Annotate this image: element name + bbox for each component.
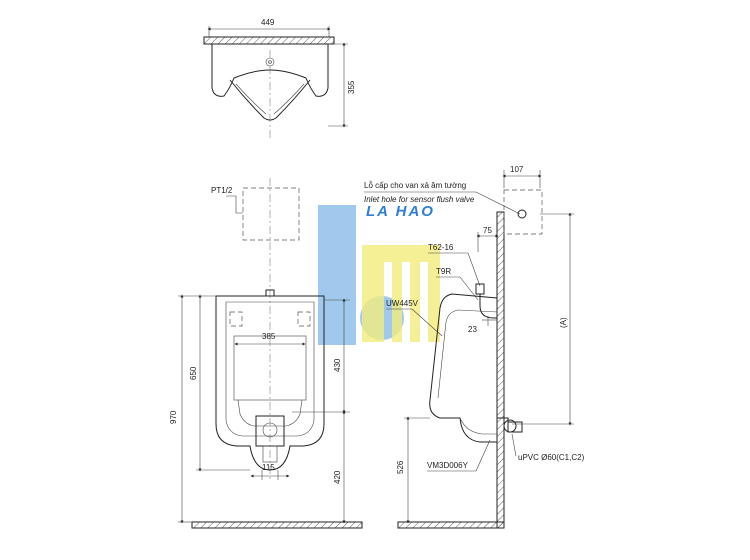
top-depth-dim: 355 [347,80,356,94]
side-view: Lỗ cấp cho van xả âm tường Inlet hole fo… [364,165,585,529]
front-height-420-dim: 420 [333,470,342,484]
front-view: PT1/2 385 115 970 650 [169,178,363,529]
side-offset-75-dim: 75 [483,226,492,235]
front-pt-label: PT1/2 [211,186,233,195]
part-t62: T62-16 [428,243,454,252]
front-inlet-box [242,187,300,241]
side-valve-box [503,189,543,235]
front-height-650-dim: 650 [189,366,198,380]
pipe-label: uPVC Ø60(C1,C2) [518,453,585,462]
front-urinal-body [215,295,325,471]
watermark-logo: LA HAO [318,203,440,345]
top-view: 449 355 [203,18,356,140]
front-height-970-dim: 970 [169,410,178,424]
watermark-text: LA HAO [366,203,435,220]
top-width-dim: 449 [261,18,275,27]
side-urinal-body [429,293,498,443]
side-wall [496,211,505,529]
side-height-526-dim: 526 [396,460,405,474]
side-offset-107-dim: 107 [510,165,524,174]
front-inner-width-dim: 385 [262,332,276,341]
part-t9r: T9R [436,267,451,276]
front-height-430-dim: 430 [333,358,342,372]
side-dim-a: (A) [559,317,568,328]
inlet-note-en: Inlet hole for sensor flush valve [364,195,475,204]
side-dim-23: 23 [468,325,477,334]
front-outlet-width-dim: 115 [262,463,275,472]
front-floor [191,521,363,529]
side-floor [397,521,505,529]
inlet-note-vi: Lỗ cấp cho van xả âm tường [364,181,466,190]
top-view-wall [203,36,335,45]
part-uw445v: UW445V [386,299,419,308]
watermark-yellow-stripes [362,245,440,342]
part-vm3d: VM3D006Y [427,461,469,470]
